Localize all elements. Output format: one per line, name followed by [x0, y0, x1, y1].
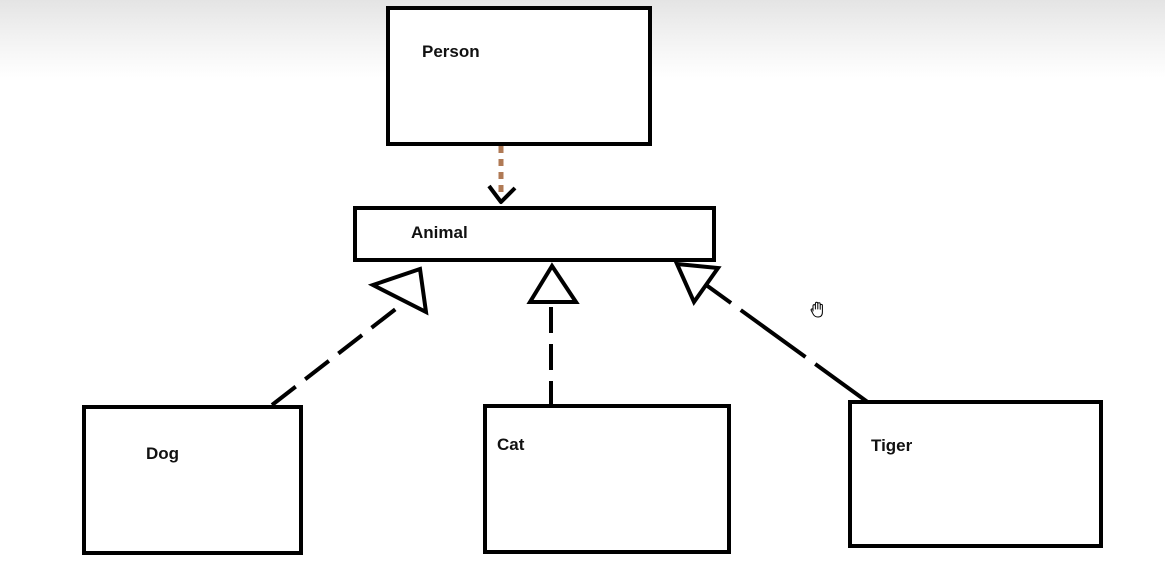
tiger-class-box[interactable] [848, 400, 1103, 548]
realization-line-tiger-animal [700, 280, 882, 413]
hand-cursor-icon [810, 301, 823, 318]
tiger-class-label: Tiger [871, 436, 913, 455]
realization-line-dog-animal [270, 306, 399, 407]
animal-class-box[interactable] [353, 206, 716, 262]
animal-class-label: Animal [411, 223, 468, 242]
cat-class-box[interactable] [483, 404, 731, 554]
person-class-box[interactable] [386, 6, 652, 146]
dog-class-label: Dog [146, 444, 180, 463]
realization-arrowhead-dog [367, 266, 429, 316]
dependency-arrowhead [487, 184, 517, 204]
realization-arrowhead-cat [526, 262, 580, 304]
realization-arrowhead-tiger [673, 261, 722, 307]
person-class-label: Person [422, 42, 480, 61]
cat-class-label: Cat [497, 435, 525, 454]
dog-class-box[interactable] [82, 405, 303, 555]
